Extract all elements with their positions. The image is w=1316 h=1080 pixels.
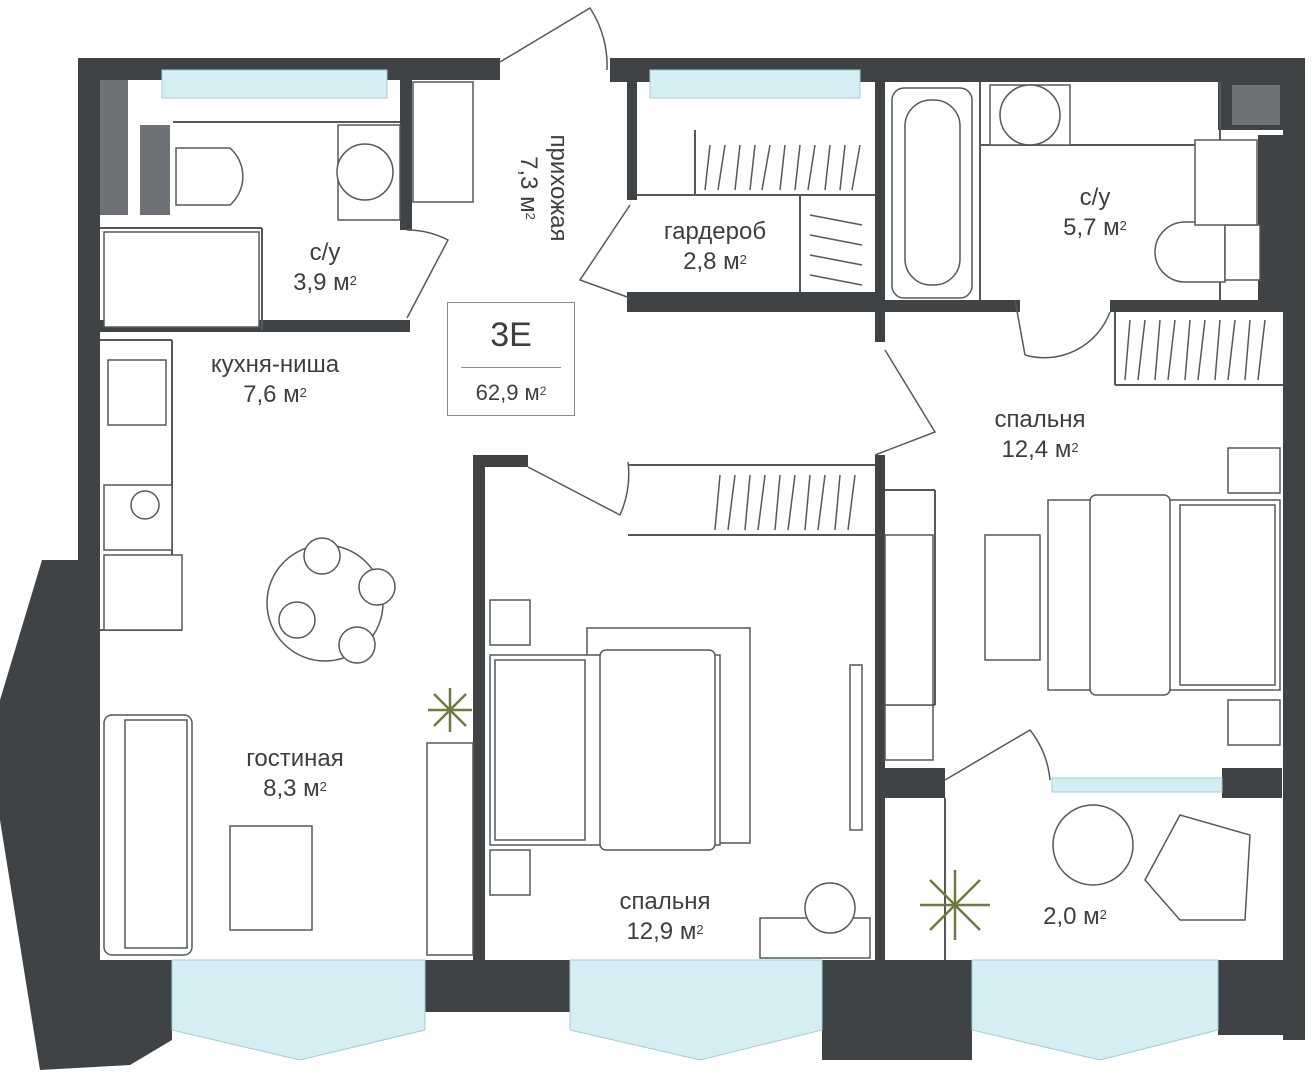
plants [428,688,990,940]
doors [406,6,1111,781]
room-area: 5,7 м2 [1063,214,1127,241]
divider [461,367,561,368]
shower [103,231,260,328]
room-area: 3,9 м2 [293,269,357,296]
wardrobe-hangers [704,144,1266,531]
room-name: с/у [1079,184,1111,211]
armchair [1144,814,1251,921]
room-label-living: гостиная 8,3 м2 [220,744,370,804]
apartment-total-area: 62,9 м2 [475,380,547,405]
room-label-kitchen: кухня-ниша 7,6 м2 [180,350,370,410]
room-name: спальня [619,888,711,915]
apartment-badge: 3E 62,9 м2 [447,302,575,416]
room-area: 7,3 м2 [515,156,542,220]
toilet-left [175,147,244,206]
room-name: гардероб [663,218,767,245]
room-area: 7,6 м2 [243,381,307,408]
room-area: 2,8 м2 [683,248,747,275]
room-name: гостиная [246,745,344,772]
room-label-wc-large: с/у 5,7 м2 [1040,183,1150,243]
bench [412,81,474,203]
toilet-right [1154,221,1226,283]
room-label-hall: прихожая 7,3 м2 [513,123,573,253]
room-label-bedroom-right: спальня 12,4 м2 [970,405,1110,465]
apartment-code: 3E [490,316,532,354]
windows [161,69,1280,1061]
room-label-wc-small: с/у 3,9 м2 [270,238,380,298]
room-label-balcony: 2,0 м2 [1020,902,1130,932]
room-area: 8,3 м2 [263,775,327,802]
coffee-table [229,825,313,931]
room-area: 2,0 м2 [1043,903,1107,930]
room-label-bedroom-center: спальня 12,9 м2 [595,887,735,947]
fixtures [103,81,1281,959]
balcony-table [1052,804,1134,886]
room-name: спальня [994,406,1086,433]
room-name: прихожая [545,134,572,242]
room-area: 12,9 м2 [626,918,704,945]
room-name: кухня-ниша [210,351,340,378]
inner-walls [100,80,170,215]
room-name: с/у [309,239,341,266]
room-label-wardrobe: гардероб 2,8 м2 [640,217,790,277]
room-area: 12,4 м2 [1001,436,1079,463]
